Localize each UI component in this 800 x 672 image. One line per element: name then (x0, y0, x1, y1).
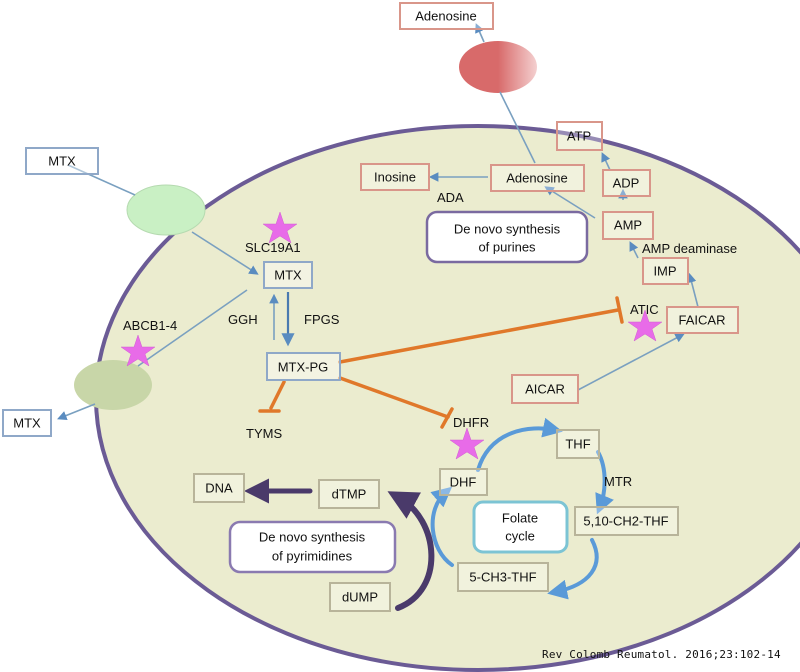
label-amp-deaminase: AMP deaminase (642, 241, 737, 256)
node-5-ch3-thf (457, 562, 549, 592)
node-atp (556, 121, 603, 151)
slc19a1-star-icon (262, 211, 298, 244)
ch3thf-to-dhf-arrow (430, 486, 454, 567)
node-dtmp (318, 479, 380, 509)
label-ada: ADA (437, 190, 464, 205)
node-mtx-extracellular-in-label: MTX (48, 154, 76, 169)
callout-pyrimidines (228, 520, 397, 574)
node-5-10-ch2-thf-label: 5,10-CH2-THF (583, 514, 668, 529)
inhibit-dhfr-bar (440, 407, 454, 429)
adenosine-to-transporter-line (499, 91, 536, 164)
citation: Rev Colomb Reumatol. 2016;23:102-14 (542, 648, 781, 661)
faicar-to-imp-arrow (686, 272, 699, 308)
node-aicar (511, 374, 579, 404)
amp-to-adenosine-arrow (544, 186, 596, 219)
label-dhfr: DHFR (453, 415, 489, 430)
node-dump (329, 582, 391, 612)
influx-to-mtx-arrow (191, 231, 259, 275)
efflux-to-mtx-arrow (57, 403, 96, 421)
mtx-to-efflux-line (137, 289, 248, 367)
abcb1-star-icon (120, 334, 156, 367)
node-adenosine-intracellular (490, 164, 585, 192)
dhfr-star-icon (449, 427, 485, 460)
thf-to-ch2thf-arrow (595, 450, 614, 515)
node-dtmp-label: dTMP (332, 487, 367, 502)
node-imp (642, 257, 689, 285)
node-mtx-pg-label: MTX-PG (278, 360, 329, 375)
mtx-to-influx-line (67, 164, 136, 196)
node-mtx-extracellular-in (25, 147, 99, 175)
adenosine-transporter (459, 41, 537, 93)
node-adenosine-extracellular (399, 2, 494, 30)
label-fpgs: FPGS (304, 312, 340, 327)
node-mtx-intracellular-label: MTX (274, 268, 302, 283)
node-5-ch3-thf-label: 5-CH3-THF (469, 570, 536, 585)
node-thf-label: THF (565, 437, 590, 452)
dump-to-dtmp-arrow (387, 491, 435, 611)
node-thf (556, 429, 600, 459)
node-mtx-pg (266, 352, 341, 381)
node-mtx-intracellular (263, 261, 313, 289)
node-amp (602, 211, 654, 240)
label-atic: ATIC (630, 302, 659, 317)
callout-purines (425, 210, 589, 264)
callout-pyrimidines-line1: De novo synthesis (259, 530, 366, 545)
node-imp-label: IMP (653, 264, 676, 279)
node-adenosine-intracellular-label: Adenosine (506, 171, 567, 186)
atic-star-icon (627, 309, 663, 342)
inhibit-atic-line (338, 308, 620, 364)
callout-folate-line1: Folate (502, 511, 538, 526)
node-adenosine-extracellular-label: Adenosine (415, 9, 476, 24)
node-inosine (360, 163, 430, 191)
label-slc19a1: SLC19A1 (245, 240, 301, 255)
callout-purines-line2: of purines (478, 240, 536, 255)
inhibit-atic-bar (615, 296, 624, 324)
label-tyms: TYMS (246, 426, 282, 441)
node-dhf-label: DHF (450, 475, 477, 490)
node-atp-label: ATP (567, 129, 591, 144)
aicar-to-faicar-arrow (577, 333, 685, 391)
inhibit-tyms-line (269, 380, 286, 410)
node-dhf (439, 468, 488, 496)
callout-folate-cycle (472, 500, 569, 554)
mtx-influx-transporter (126, 184, 206, 236)
ch2thf-to-ch3thf-arrow (547, 538, 599, 600)
node-inosine-label: Inosine (374, 170, 416, 185)
callout-pyrimidines-line2: of pyrimidines (272, 549, 353, 564)
node-adp (602, 169, 651, 197)
node-faicar-label: FAICAR (679, 313, 726, 328)
label-ggh: GGH (228, 312, 258, 327)
node-dna-label: DNA (205, 481, 233, 496)
node-aicar-label: AICAR (525, 382, 565, 397)
callout-purines-line1: De novo synthesis (454, 222, 561, 237)
mtx-efflux-transporter (74, 360, 152, 410)
callout-folate-line2: cycle (505, 529, 535, 544)
node-amp-label: AMP (614, 218, 642, 233)
dhf-to-thf-arrow (476, 417, 563, 472)
imp-to-amp-arrow (629, 241, 639, 259)
inhibit-dhfr-line (338, 376, 450, 419)
node-dna (193, 473, 245, 503)
label-abcb1-4: ABCB1-4 (123, 318, 177, 333)
node-adp-label: ADP (613, 176, 640, 191)
node-mtx-extracellular-out-label: MTX (13, 416, 41, 431)
node-dump-label: dUMP (342, 590, 378, 605)
node-faicar (666, 306, 739, 334)
adp-to-atp-arrow (601, 152, 611, 171)
label-mtr: MTR (604, 474, 632, 489)
node-5-10-ch2-thf (574, 506, 679, 536)
node-mtx-extracellular-out (2, 409, 52, 437)
